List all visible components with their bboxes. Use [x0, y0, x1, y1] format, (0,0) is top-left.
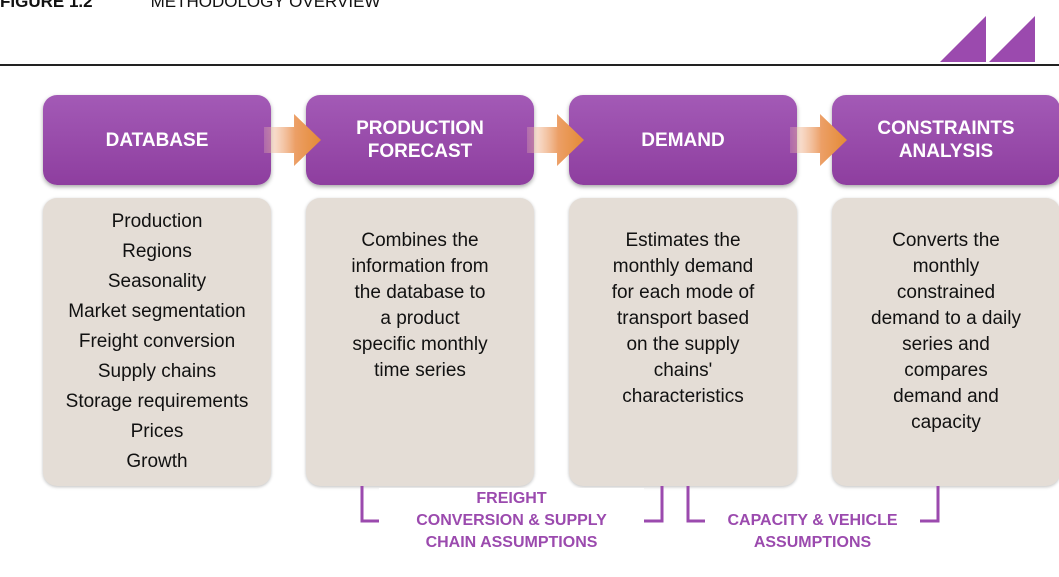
description-line: monthly — [912, 256, 980, 277]
step-card-database: Production Regions Seasonality Market se… — [43, 198, 271, 486]
description-line: Converts the — [892, 230, 1000, 251]
list-item: Production — [111, 211, 203, 232]
list-item: Storage requirements — [65, 391, 249, 412]
figure-caption: FIGURE 1.2 METHODOLOGY OVERVIEW — [0, 0, 380, 12]
step-title: DATABASE — [106, 129, 209, 152]
description-line: compares — [904, 360, 988, 381]
description-line: a product — [380, 308, 460, 329]
title-line: PRODUCTION — [356, 118, 484, 139]
description-line: specific monthly — [352, 334, 488, 355]
description-line: demand and — [893, 386, 999, 407]
title-line: FORECAST — [367, 141, 473, 162]
description-line: constrained — [896, 282, 996, 303]
title-line: CONSTRAINTS — [877, 118, 1015, 139]
double-triangle-logo-icon — [940, 16, 1035, 62]
figure-number: FIGURE 1.2 — [0, 0, 93, 11]
assumption-line: ASSUMPTIONS — [753, 534, 872, 551]
title-line: DEMAND — [641, 129, 725, 151]
step-card-production-forecast: Combines the information from the databa… — [306, 198, 534, 486]
figure-title: METHODOLOGY OVERVIEW — [150, 0, 381, 11]
step-header-production-forecast: PRODUCTION FORECAST — [306, 95, 534, 185]
description-line: series and — [902, 334, 990, 355]
list-item: Prices — [130, 421, 184, 442]
list-item: Supply chains — [97, 361, 217, 382]
step-title: CONSTRAINTS ANALYSIS — [877, 117, 1014, 163]
list-item: Market segmentation — [68, 301, 246, 322]
description-line: Combines the — [361, 230, 479, 251]
list-item: Freight conversion — [78, 331, 236, 352]
description-line: time series — [374, 360, 466, 381]
step-title: DEMAND — [641, 129, 724, 152]
description-line: chains' — [653, 360, 713, 381]
title-line: DATABASE — [105, 129, 209, 151]
assumption-line: CAPACITY & VEHICLE — [727, 512, 898, 529]
list-item: Regions — [122, 241, 192, 262]
description-line: demand to a daily — [871, 308, 1021, 329]
assumption-line: CONVERSION & SUPPLY — [416, 512, 607, 529]
step-header-database: DATABASE — [43, 95, 271, 185]
description-line: the database to — [354, 282, 486, 303]
assumption-line: FREIGHT — [476, 490, 547, 507]
step-header-constraints-analysis: CONSTRAINTS ANALYSIS — [832, 95, 1059, 185]
list-item: Growth — [126, 451, 188, 472]
list-item: Seasonality — [107, 271, 207, 292]
assumption-capacity-vehicle: CAPACITY & VEHICLE ASSUMPTIONS — [705, 510, 920, 554]
right-arrow-icon — [527, 114, 584, 166]
description-line: Estimates the — [625, 230, 741, 251]
right-arrow-icon — [264, 114, 321, 166]
assumption-line: CHAIN ASSUMPTIONS — [425, 534, 598, 551]
step-card-constraints-analysis: Converts the monthly constrained demand … — [832, 198, 1059, 486]
step-card-demand: Estimates the monthly demand for each mo… — [569, 198, 797, 486]
divider-line — [0, 64, 1059, 66]
step-title: PRODUCTION FORECAST — [356, 117, 484, 163]
description-line: transport based — [616, 308, 750, 329]
description-line: monthly demand — [612, 256, 754, 277]
description-line: characteristics — [622, 386, 744, 407]
right-arrow-icon — [790, 114, 847, 166]
description-line: for each mode of — [611, 282, 755, 303]
description-line: information from — [351, 256, 489, 277]
assumption-freight-conversion: FREIGHT CONVERSION & SUPPLY CHAIN ASSUMP… — [379, 488, 644, 554]
step-header-demand: DEMAND — [569, 95, 797, 185]
description-line: capacity — [911, 412, 981, 433]
description-line: on the supply — [626, 334, 740, 355]
title-line: ANALYSIS — [898, 141, 994, 162]
